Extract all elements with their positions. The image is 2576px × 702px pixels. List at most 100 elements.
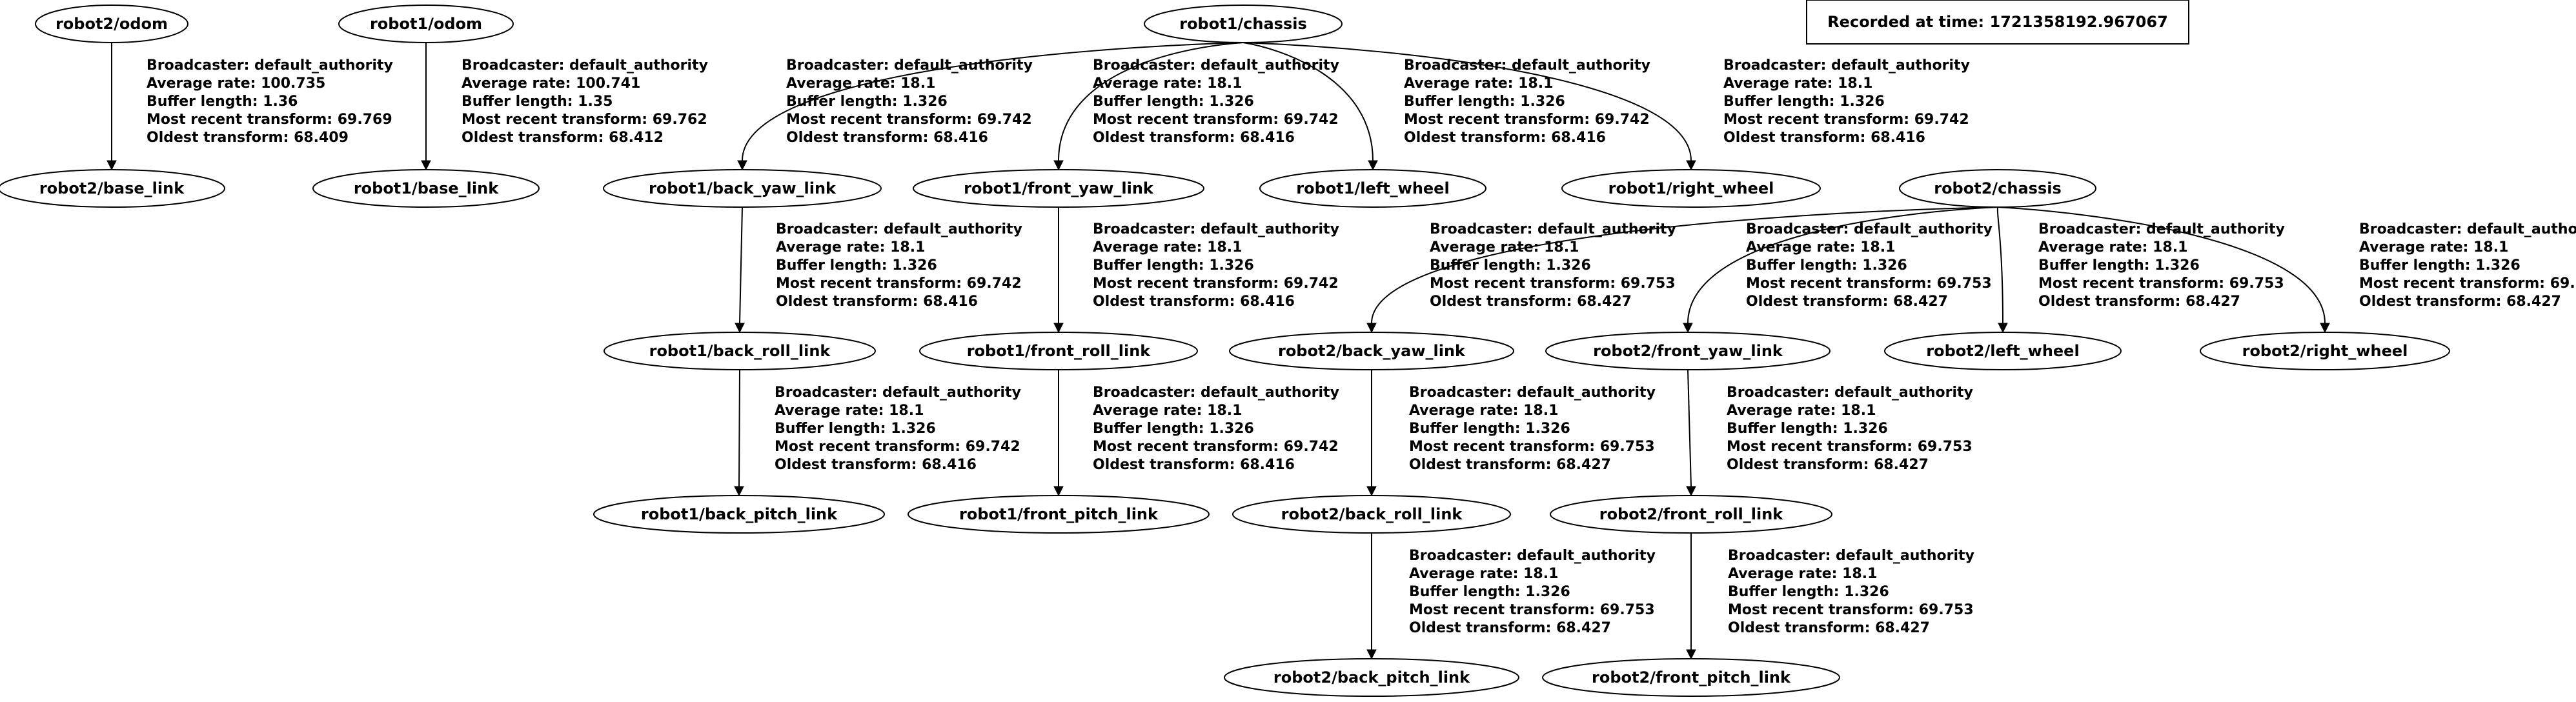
node-ellipse: [593, 495, 885, 534]
edge-robot2-front-yaw-link-to-robot2-front-roll-link: [1687, 369, 1692, 487]
oldest-transform-text: Oldest transform: 68.427: [1409, 620, 1611, 636]
average-rate-text: Average rate: 18.1: [1409, 566, 1558, 582]
node-ellipse: [1561, 169, 1821, 208]
node-robot1-back-roll-link: robot1/back_roll_link: [603, 332, 876, 370]
node-ellipse: [1884, 332, 2122, 370]
buffer-length-text: Buffer length: 1.326: [786, 94, 948, 110]
edge-arrowhead: [737, 160, 747, 171]
buffer-length-text: Buffer length: 1.326: [1728, 584, 1889, 600]
recorded-time-box: Recorded at time: 1721358192.967067: [1806, 0, 2189, 45]
node-ellipse: [1229, 332, 1514, 370]
oldest-transform-text: Oldest transform: 68.416: [1093, 294, 1295, 310]
node-robot2-front-yaw-link: robot2/front_yaw_link: [1545, 332, 1831, 370]
most-recent-transform-text: Most recent transform: 69.753: [1727, 439, 1973, 455]
broadcaster-text: Broadcaster: default_authority: [786, 57, 1033, 74]
node-label: robot1/right_wheel: [1608, 179, 1774, 197]
recorded-time-frame: [1806, 0, 2189, 45]
average-rate-text: Average rate: 18.1: [1404, 75, 1553, 92]
oldest-transform-text: Oldest transform: 68.427: [1430, 294, 1632, 310]
edge-robot1-chassis-to-robot1-front-yaw-link: [1058, 42, 1244, 161]
node-label: robot2/front_pitch_link: [1592, 668, 1791, 687]
average-rate-text: Average rate: 18.1: [1728, 566, 1877, 582]
node-robot2-chassis: robot2/chassis: [1899, 169, 2096, 208]
buffer-length-text: Buffer length: 1.326: [1093, 257, 1254, 274]
node-label: robot2/front_roll_link: [1599, 505, 1784, 523]
edge-arrowhead: [1686, 486, 1696, 497]
oldest-transform-text: Oldest transform: 68.412: [461, 130, 664, 146]
edge-arrowhead: [421, 160, 431, 171]
average-rate-text: Average rate: 18.1: [1727, 403, 1876, 419]
node-label: robot2/odom: [56, 15, 168, 33]
node-label: robot2/back_yaw_link: [1278, 342, 1466, 360]
buffer-length-text: Buffer length: 1.326: [1409, 421, 1570, 437]
most-recent-transform-text: Most recent transform: 69.742: [786, 112, 1032, 128]
edge-arrowhead: [1366, 323, 1377, 334]
most-recent-transform-text: Most recent transform: 69.753: [1409, 439, 1655, 455]
average-rate-text: Average rate: 18.1: [786, 75, 935, 92]
oldest-transform-text: Oldest transform: 68.427: [1727, 457, 1929, 473]
average-rate-text: Average rate: 100.735: [147, 75, 325, 92]
node-label: robot1/back_yaw_link: [649, 179, 837, 197]
average-rate-text: Average rate: 18.1: [1093, 403, 1242, 419]
buffer-length-text: Buffer length: 1.326: [2038, 257, 2200, 274]
node-robot1-left-wheel: robot1/left_wheel: [1259, 169, 1486, 208]
buffer-length-text: Buffer length: 1.326: [776, 257, 937, 274]
most-recent-transform-text: Most recent transform: 69.769: [147, 112, 392, 128]
buffer-length-text: Buffer length: 1.326: [1430, 257, 1591, 274]
node-robot1-back-pitch-link: robot1/back_pitch_link: [593, 495, 885, 534]
broadcaster-text: Broadcaster: default_authority: [1723, 57, 1970, 74]
broadcaster-text: Broadcaster: default_authority: [775, 385, 1021, 401]
edge-arrowhead: [1053, 160, 1064, 171]
average-rate-text: Average rate: 100.741: [461, 75, 640, 92]
oldest-transform-text: Oldest transform: 68.416: [1093, 130, 1295, 146]
node-robot2-back-roll-link: robot2/back_roll_link: [1232, 495, 1511, 534]
buffer-length-text: Buffer length: 1.35: [461, 94, 613, 110]
edge-robot2-chassis-to-robot2-front-yaw-link: [1687, 206, 1998, 324]
edge-robot1-back-yaw-link-to-robot1-back-roll-link: [739, 206, 743, 324]
node-label: robot1/front_pitch_link: [959, 505, 1159, 523]
average-rate-text: Average rate: 18.1: [2038, 239, 2187, 256]
edge-arrowhead: [1366, 486, 1377, 497]
edge-arrowhead: [1366, 649, 1377, 660]
node-robot2-front-pitch-link: robot2/front_pitch_link: [1542, 658, 1840, 697]
oldest-transform-text: Oldest transform: 68.427: [1746, 294, 1948, 310]
broadcaster-text: Broadcaster: default_authority: [1728, 548, 1974, 564]
node-label: robot2/left_wheel: [1926, 342, 2079, 360]
edge-robot2-chassis-to-robot2-left-wheel: [1996, 206, 2003, 324]
average-rate-text: Average rate: 18.1: [1093, 75, 1242, 92]
buffer-length-text: Buffer length: 1.36: [147, 94, 298, 110]
node-ellipse: [2200, 332, 2450, 370]
oldest-transform-text: Oldest transform: 68.427: [2359, 294, 2561, 310]
node-ellipse: [1259, 169, 1486, 208]
node-robot2-right-wheel: robot2/right_wheel: [2200, 332, 2450, 370]
oldest-transform-text: Oldest transform: 68.416: [1093, 457, 1295, 473]
node-label: robot2/back_pitch_link: [1273, 668, 1470, 687]
buffer-length-text: Buffer length: 1.326: [2359, 257, 2520, 274]
broadcaster-text: Broadcaster: default_authority: [461, 57, 708, 74]
node-robot2-front-roll-link: robot2/front_roll_link: [1550, 495, 1832, 534]
node-ellipse: [603, 332, 876, 370]
buffer-length-text: Buffer length: 1.326: [1727, 421, 1888, 437]
node-ellipse: [1224, 658, 1519, 697]
most-recent-transform-text: Most recent transform: 69.742: [1723, 112, 1969, 128]
node-robot1-odom: robot1/odom: [338, 5, 514, 43]
edge-robot2-chassis-to-robot2-back-yaw-link: [1371, 206, 1998, 324]
broadcaster-text: Broadcaster: default_authority: [2038, 221, 2285, 237]
recorded-time-label: Recorded at time: 1721358192.967067: [1827, 13, 2168, 31]
node-ellipse: [35, 5, 188, 43]
node-label: robot1/back_roll_link: [649, 342, 831, 360]
broadcaster-text: Broadcaster: default_authority: [1093, 57, 1339, 74]
oldest-transform-text: Oldest transform: 68.416: [1723, 130, 1925, 146]
